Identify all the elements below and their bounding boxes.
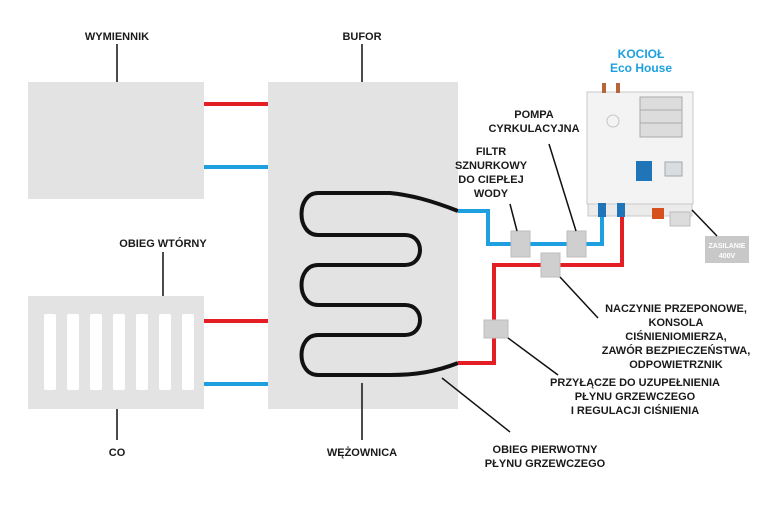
label-naczynie-5: ODPOWIETRZNIK (629, 359, 723, 371)
label-obieg-pierwotny-1: OBIEG PIERWOTNY (493, 444, 599, 456)
label-pompa-2: CYRKULACYJNA (488, 123, 579, 135)
label-co: CO (109, 447, 126, 459)
leader-zasilanie (691, 209, 718, 237)
label-naczynie-2: KONSOLA (649, 317, 704, 329)
label-filtr-3: DO CIEPŁEJ (458, 174, 523, 186)
label-filtr-2: SZNURKOWY (455, 160, 528, 172)
expansion-fitting (540, 252, 561, 278)
label-naczynie-3: CIŚNIENIOMIERZA, (625, 330, 726, 343)
label-obieg-pierwotny-2: PŁYNU GRZEWCZEGO (485, 458, 606, 470)
primary-supply-pipe (458, 212, 624, 365)
boiler-unit-icon (586, 83, 694, 227)
label-bufor: BUFOR (342, 31, 381, 43)
label-naczynie-1: NACZYNIE PRZEPONOWE, (605, 303, 747, 315)
label-eco-house: Eco House (610, 61, 672, 75)
refill-fitting (483, 319, 509, 339)
label-wymiennik: WYMIENNIK (85, 31, 149, 43)
label-naczynie-4: ZAWÓR BEZPIECZEŃSTWA, (602, 344, 751, 357)
leader-obieg-pierwotny (441, 377, 511, 433)
power-supply-badge (705, 236, 749, 263)
pump-fitting (566, 230, 587, 258)
label-zasilanie-2: 400V (719, 253, 736, 260)
leader-naczynie (559, 276, 599, 319)
label-przylacze-2: PŁYNU GRZEWCZEGO (575, 391, 696, 403)
leader-filtr (509, 203, 518, 232)
leader-pompa (548, 143, 577, 232)
serpentine-coil (299, 191, 459, 377)
buffer-tank (268, 82, 458, 409)
primary-return-pipe (458, 209, 604, 246)
label-pompa-1: POMPA (514, 109, 554, 121)
exchanger-box (28, 82, 204, 199)
label-przylacze-1: PRZYŁĄCZE DO UZUPEŁNIENIA (550, 377, 720, 389)
label-zasilanie-1: ZASILANIE (709, 243, 746, 250)
label-filtr-4: WODY (474, 188, 509, 200)
leader-przylacze (507, 337, 559, 376)
label-wezownica: WĘŻOWNICA (327, 446, 397, 459)
label-filtr-1: FILTR (476, 146, 506, 158)
label-przylacze-3: I REGULACJI CIŚNIENIA (571, 404, 699, 417)
label-obieg-wtorny: OBIEG WTÓRNY (119, 237, 207, 250)
radiator-icon (28, 296, 204, 409)
filter-fitting (510, 230, 531, 258)
label-kociol: KOCIOŁ (618, 47, 665, 61)
